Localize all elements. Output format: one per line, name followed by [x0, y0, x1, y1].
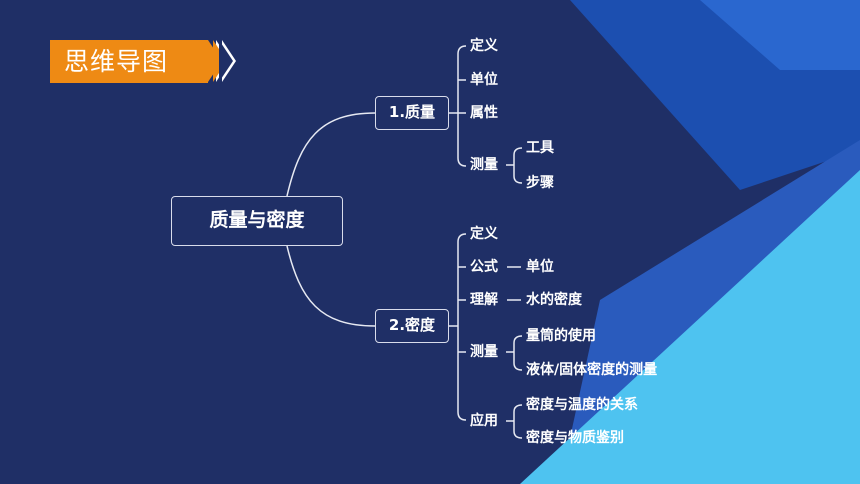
connector-root-branch1: [286, 112, 376, 197]
density-identify-label: 密度与物质鉴别: [526, 430, 624, 446]
mass-property-label: 属性: [470, 105, 498, 121]
density-measure-label: 测量: [470, 344, 498, 360]
density-apply-label: 应用: [470, 413, 498, 429]
connector-root-branch2: [286, 245, 376, 327]
density-unit-label: 单位: [526, 259, 554, 275]
mass-steps-label: 步骤: [526, 175, 554, 191]
density-temperature-label: 密度与温度的关系: [526, 397, 638, 413]
liquid-solid-density-label: 液体/固体密度的测量: [526, 362, 658, 378]
density-formula-label: 公式: [470, 259, 498, 275]
branch-mass-node: 1.质量: [375, 96, 449, 130]
mass-definition-label: 定义: [470, 38, 498, 54]
density-understand-label: 理解: [470, 292, 498, 308]
mass-tools-label: 工具: [526, 140, 554, 156]
blue-band-accent: [700, 0, 860, 70]
light-blue-triangle: [520, 170, 860, 484]
cylinder-use-label: 量筒的使用: [526, 328, 596, 344]
branch-density-node: 2.密度: [375, 309, 449, 343]
section-title: 思维导图: [50, 40, 208, 83]
water-density-label: 水的密度: [526, 292, 582, 308]
density-definition-label: 定义: [470, 226, 498, 242]
mass-unit-label: 单位: [470, 72, 498, 88]
root-node: 质量与密度: [171, 196, 343, 246]
chevron-right-icon: [219, 40, 233, 82]
mass-measure-label: 测量: [470, 157, 498, 173]
